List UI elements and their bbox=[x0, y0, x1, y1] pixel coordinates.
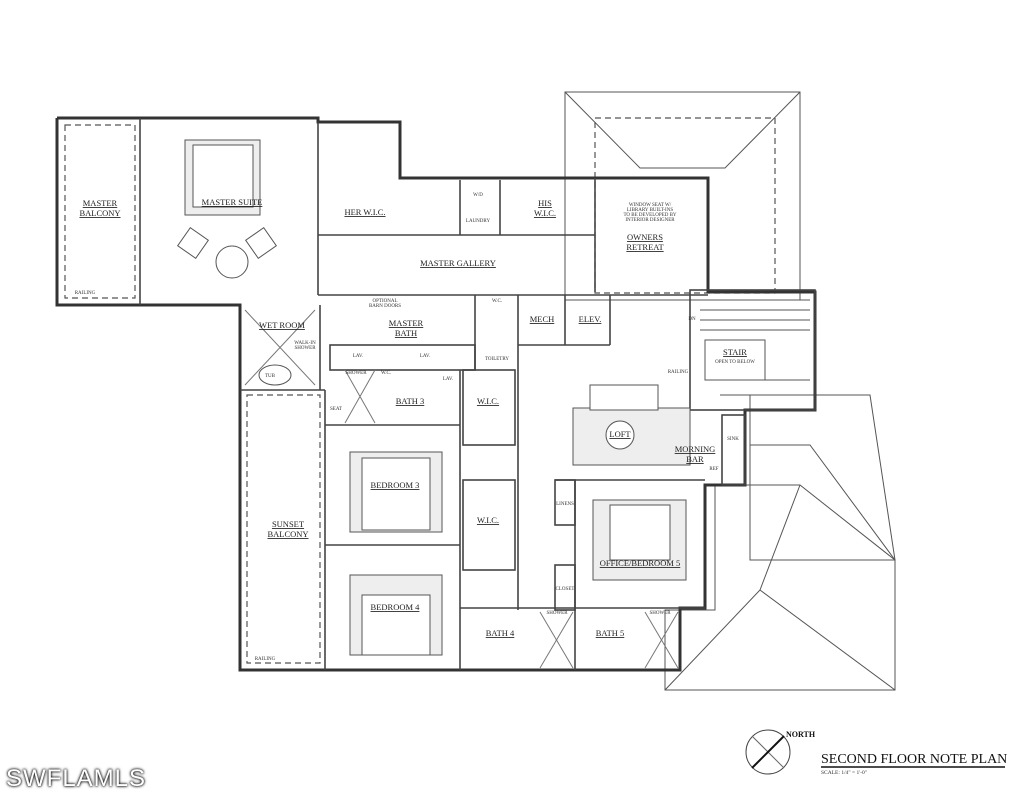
label-master-balcony: MASTER bbox=[83, 198, 118, 208]
label-shower-5: SHOWER bbox=[649, 611, 671, 616]
label-railing-master: RAILING bbox=[75, 291, 96, 296]
label-master-suite: MASTER SUITE bbox=[202, 197, 263, 207]
label-wd: W/D bbox=[473, 193, 483, 198]
label-open-to-below: OPEN TO BELOW bbox=[715, 360, 755, 365]
label-loft: LOFT bbox=[609, 429, 631, 439]
note-window-seat-2: LIBRARY BUILT-INS bbox=[627, 208, 673, 213]
note-window-seat-4: INTERIOR DESIGNER bbox=[625, 218, 675, 223]
label-laundry: LAUNDRY bbox=[466, 219, 491, 224]
label-wet-room: WET ROOM bbox=[259, 320, 305, 330]
label-shower: SHOWER bbox=[345, 371, 367, 376]
label-ref: REF bbox=[709, 467, 718, 472]
label-toiletry: TOILETRY bbox=[485, 357, 509, 362]
label-seat: SEAT bbox=[330, 407, 342, 412]
label-bedroom-4: BEDROOM 4 bbox=[371, 602, 421, 612]
note-window-seat-1: WINDOW SEAT W/ bbox=[629, 203, 672, 208]
label-sunset-balcony: SUNSET bbox=[272, 519, 305, 529]
label-tub: TUB bbox=[265, 374, 276, 379]
label-his-wic: HIS bbox=[538, 198, 552, 208]
label-stair: STAIR bbox=[723, 347, 747, 357]
label-morning-bar-2: BAR bbox=[686, 454, 704, 464]
label-sunset-balcony-2: BALCONY bbox=[267, 529, 308, 539]
label-lav: LAV. bbox=[443, 377, 453, 382]
label-bedroom-3: BEDROOM 3 bbox=[371, 480, 420, 490]
room-labels: MASTER BALCONY MASTER SUITE HER W.I.C. W… bbox=[75, 193, 755, 662]
label-lav: LAV. bbox=[353, 354, 363, 359]
label-wc: W.C. bbox=[492, 299, 502, 304]
label-mech: MECH bbox=[530, 314, 555, 324]
plan-title: SECOND FLOOR NOTE PLAN bbox=[821, 752, 1007, 767]
note-window-seat-3: TO BE DEVELOPED BY bbox=[623, 213, 676, 218]
label-master-bath: MASTER bbox=[389, 318, 424, 328]
label-office-bedroom-5: OFFICE/BEDROOM 5 bbox=[600, 558, 681, 568]
label-bath-5: BATH 5 bbox=[596, 628, 625, 638]
label-his-wic-2: W.I.C. bbox=[534, 208, 556, 218]
label-lav: LAV. bbox=[420, 354, 430, 359]
label-railing: RAILING bbox=[668, 370, 689, 375]
label-morning-bar: MORNING bbox=[675, 444, 716, 454]
label-linens: LINENS bbox=[556, 502, 574, 507]
furniture bbox=[176, 139, 810, 669]
label-owners-retreat-2: RETREAT bbox=[626, 242, 664, 252]
north-label: NORTH bbox=[786, 730, 816, 739]
label-railing-sunset: RAILING bbox=[255, 657, 276, 662]
label-master-bath-2: BATH bbox=[395, 328, 417, 338]
label-master-gallery: MASTER GALLERY bbox=[420, 258, 496, 268]
label-wc: W.C. bbox=[381, 371, 391, 376]
plan-scale: SCALE: 1/4" = 1'-0" bbox=[821, 770, 867, 776]
label-her-wic: HER W.I.C. bbox=[344, 207, 385, 217]
north-arrow: NORTH bbox=[745, 729, 816, 775]
label-dn: DN bbox=[688, 317, 696, 322]
label-closet: CLOSET bbox=[556, 587, 575, 592]
label-walk-in-shower-2: SHOWER bbox=[294, 346, 316, 351]
label-barn-doors: OPTIONAL bbox=[373, 299, 398, 304]
label-wic: W.I.C. bbox=[477, 396, 499, 406]
label-bath-3: BATH 3 bbox=[396, 396, 425, 406]
label-sink: SINK bbox=[727, 437, 739, 442]
label-master-balcony-2: BALCONY bbox=[79, 208, 120, 218]
label-elev: ELEV. bbox=[579, 314, 602, 324]
label-barn-doors-2: BARN DOORS bbox=[369, 304, 401, 309]
label-wic-2: W.I.C. bbox=[477, 515, 499, 525]
walls bbox=[55, 116, 817, 672]
label-walk-in-shower: WALK-IN bbox=[294, 341, 316, 346]
label-shower-4: SHOWER bbox=[546, 611, 568, 616]
label-bath-4: BATH 4 bbox=[486, 628, 515, 638]
label-owners-retreat: OWNERS bbox=[627, 232, 663, 242]
watermark-logo: SWFLAMLS bbox=[6, 765, 147, 792]
